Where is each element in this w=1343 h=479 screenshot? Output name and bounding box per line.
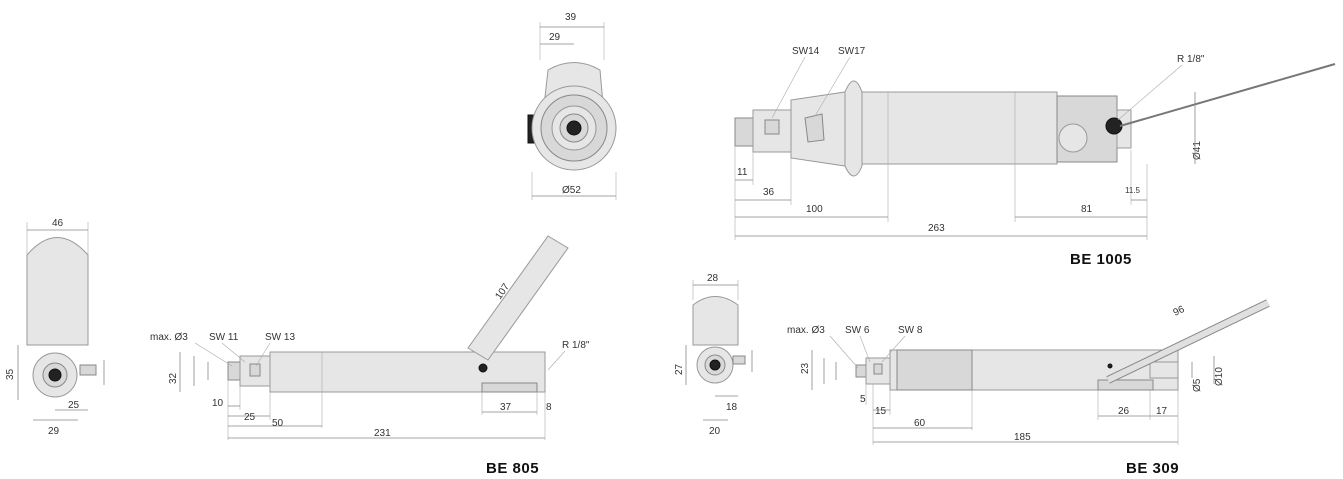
- dim-15: 15: [875, 406, 887, 417]
- dim-d10-right: Ø10: [1214, 367, 1225, 386]
- label-sw14: SW14: [792, 46, 820, 57]
- dim-25-front: 25: [68, 400, 80, 411]
- front-view-be309: 28 27 18 20: [674, 273, 753, 437]
- dim-263: 263: [928, 223, 945, 234]
- dim-29: 29: [549, 32, 561, 43]
- label-r18-805: R 1/8": [562, 340, 590, 351]
- dim-39: 39: [565, 12, 577, 23]
- model-label-be805: BE 805: [486, 460, 539, 477]
- front-view-be1005: 39 29 Ø52: [527, 12, 617, 200]
- dim-27: 27: [674, 363, 685, 375]
- dim-37: 37: [500, 402, 512, 413]
- dim-d41: Ø41: [1192, 141, 1203, 160]
- dim-50: 50: [272, 418, 284, 429]
- dim-28: 28: [707, 273, 719, 284]
- dim-100: 100: [806, 204, 823, 215]
- dim-35: 35: [5, 368, 16, 380]
- front-view-be805: 46 35 25 29: [5, 218, 105, 437]
- side-view-be805: 107 max. Ø3 SW 11 SW 13 R 1/8" 32 10 25 …: [150, 235, 590, 477]
- side-view-be1005: SW14 SW17 R 1/8" Ø41 11 36 100 263 81 11…: [734, 46, 1336, 268]
- label-r18: R 1/8": [1177, 54, 1205, 65]
- dim-36: 36: [763, 187, 775, 198]
- dim-5: 5: [860, 394, 866, 405]
- dim-26: 26: [1118, 406, 1130, 417]
- dim-d5: Ø5: [1192, 378, 1203, 392]
- dim-32: 32: [168, 372, 179, 384]
- dim-17: 17: [1156, 406, 1168, 417]
- dim-96: 96: [1172, 304, 1187, 319]
- dim-d52: Ø52: [562, 185, 581, 196]
- dim-10: 10: [212, 398, 224, 409]
- side-view-be309: 96 max. Ø3 SW 6 SW 8 23 5 15 60 185 26 1…: [787, 299, 1270, 477]
- dim-60: 60: [914, 418, 926, 429]
- dim-23: 23: [800, 362, 811, 374]
- label-sw17: SW17: [838, 46, 866, 57]
- dim-18: 18: [726, 402, 738, 413]
- model-label-be309: BE 309: [1126, 460, 1179, 477]
- dim-231: 231: [374, 428, 391, 439]
- label-sw13: SW 13: [265, 332, 295, 343]
- dim-81: 81: [1081, 204, 1093, 215]
- dim-11-5: 11.5: [1125, 186, 1141, 195]
- dim-185: 185: [1014, 432, 1031, 443]
- dim-25: 25: [244, 412, 256, 423]
- model-label-be1005: BE 1005: [1070, 251, 1132, 268]
- dim-8: 8: [546, 402, 552, 413]
- label-max-d3-309: max. Ø3: [787, 325, 825, 336]
- label-max-d3: max. Ø3: [150, 332, 188, 343]
- label-sw11: SW 11: [209, 332, 239, 343]
- label-sw6: SW 6: [845, 325, 870, 336]
- dim-11: 11: [737, 167, 748, 178]
- label-sw8: SW 8: [898, 325, 923, 336]
- dim-20: 20: [709, 426, 721, 437]
- dim-46: 46: [52, 218, 64, 229]
- dim-29-front: 29: [48, 426, 60, 437]
